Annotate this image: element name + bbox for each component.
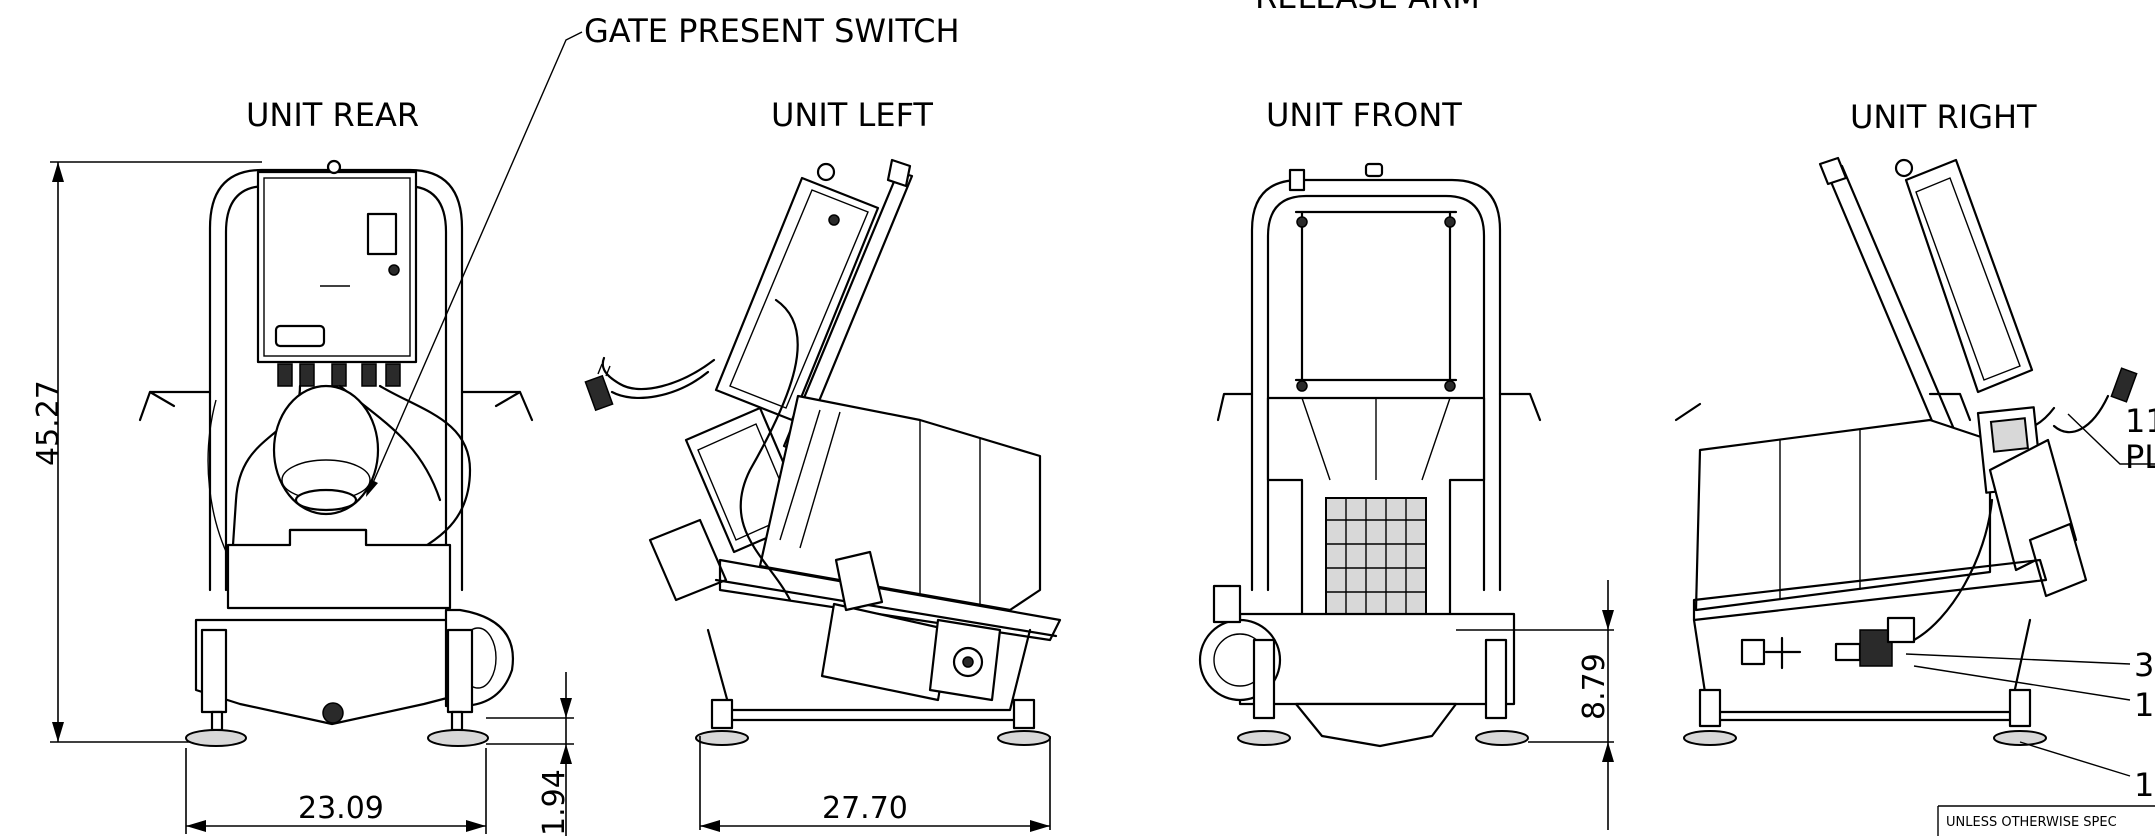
right-control-box [1904, 158, 2034, 394]
callout-number-c: 1 [2134, 766, 2154, 804]
view-title-left: UNIT LEFT [771, 96, 933, 134]
dim-depth-left: 27.70 [822, 791, 908, 826]
unit-front-view [1198, 162, 1542, 748]
plug-callout-bottom: PLU [2125, 438, 2155, 476]
front-frame-outer [1250, 178, 1502, 592]
gate-present-switch-label: GATE PRESENT SWITCH [584, 12, 960, 50]
left-auger-motor [820, 602, 952, 702]
dim-height-total: 45.27 [31, 380, 66, 466]
front-dimensions [1456, 580, 1614, 830]
rear-base-plate [226, 528, 452, 610]
gate-switch-leader [371, 31, 583, 486]
view-title-front: UNIT FRONT [1266, 96, 1462, 134]
dim-foot-height: 1.94 [537, 769, 572, 836]
view-title-right: UNIT RIGHT [1850, 98, 2037, 136]
left-hopper [758, 394, 1042, 612]
title-block [1937, 805, 2155, 836]
callout-number-a: 3 [2134, 646, 2154, 684]
unit-left-view [584, 158, 1062, 746]
front-frame-inner [1266, 194, 1486, 592]
callout-number-b: 1 [2134, 686, 2154, 724]
front-basket [1325, 497, 1427, 627]
dim-width-rear: 23.09 [298, 791, 384, 826]
dim-front-height: 8.79 [1577, 653, 1612, 720]
right-hopper [1694, 418, 1992, 612]
rear-motor [272, 384, 380, 516]
release-arm-label: RELEASE ARM [1255, 0, 1480, 16]
title-block-note: UNLESS OTHERWISE SPEC [1946, 815, 2117, 830]
right-callout-leaders [1905, 413, 2155, 777]
front-base [1238, 612, 1516, 706]
left-dimensions [699, 736, 1051, 832]
plug-callout-top: 115 [2125, 402, 2155, 440]
left-control-box [714, 176, 880, 422]
unit-right-view [1674, 156, 2138, 746]
view-title-rear: UNIT REAR [246, 96, 419, 134]
unit-rear-view [138, 159, 534, 747]
rear-dimensions [50, 161, 574, 836]
